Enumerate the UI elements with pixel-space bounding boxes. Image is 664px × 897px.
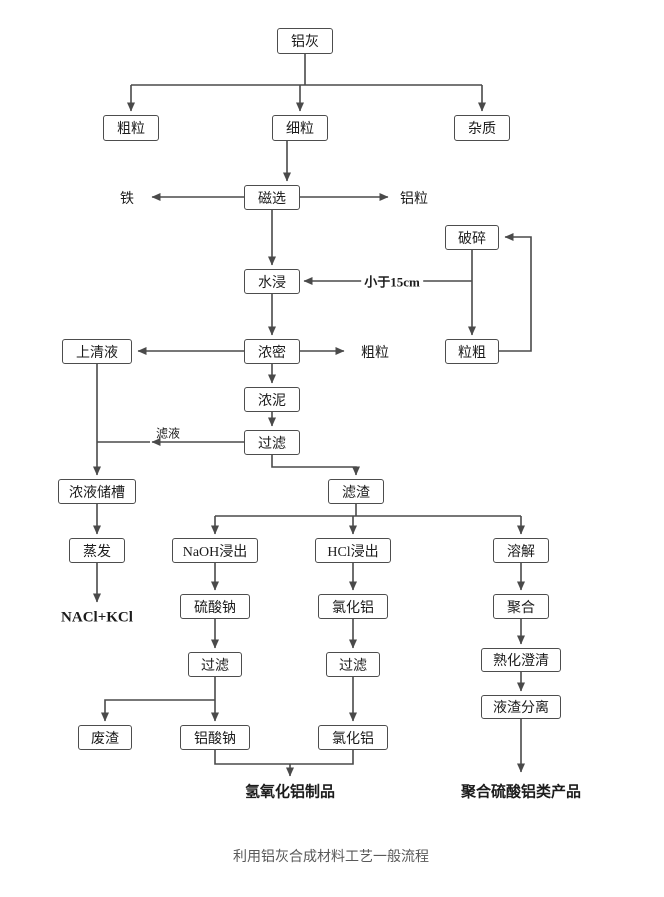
node-crushing: 破碎 (445, 225, 499, 250)
node-sodium-sulfate: 硫酸钠 (180, 594, 250, 619)
label-filtrate: 滤液 (155, 426, 181, 441)
node-liquid-storage-tank: 浓液储槽 (58, 479, 136, 504)
node-filtration-2: 过滤 (188, 652, 242, 677)
node-coarse-grain: 粒粗 (445, 339, 499, 364)
node-water-leaching: 水浸 (244, 269, 300, 294)
label-poly-aluminum-sulfate-products: 聚合硫酸铝类产品 (460, 784, 582, 801)
label-less-than-15cm: 小于15cm (361, 271, 423, 291)
node-thickening: 浓密 (244, 339, 300, 364)
node-evaporation: 蒸发 (69, 538, 125, 563)
node-supernatant: 上清液 (62, 339, 132, 364)
node-aging-clarification: 熟化澄清 (481, 648, 561, 672)
node-liquid-residue-separation: 液渣分离 (481, 695, 561, 719)
node-fine-particles: 细粒 (272, 115, 328, 141)
node-thick-slurry: 浓泥 (244, 387, 300, 412)
label-coarse-particles-out: 粗粒 (361, 346, 389, 361)
node-impurities: 杂质 (454, 115, 510, 141)
label-iron: 铁 (120, 192, 134, 207)
label-aluminum-hydroxide-products: 氢氧化铝制品 (244, 784, 336, 801)
diagram-caption: 利用铝灰合成材料工艺一般流程 (233, 848, 429, 864)
node-hcl-leaching: HCl浸出 (315, 538, 391, 563)
node-naoh-leaching: NaOH浸出 (172, 538, 258, 563)
connector-lines (93, 54, 532, 777)
node-aluminum-chloride-1: 氯化铝 (318, 594, 388, 619)
node-coarse-particles: 粗粒 (103, 115, 159, 141)
node-dissolution: 溶解 (493, 538, 549, 563)
node-filter-residue: 滤渣 (328, 479, 384, 504)
node-magnetic-separation: 磁选 (244, 185, 300, 210)
node-waste-residue: 废渣 (78, 725, 132, 750)
label-aluminum-particles: 铝粒 (400, 192, 428, 207)
node-polymerization: 聚合 (493, 594, 549, 619)
node-aluminum-chloride-2: 氯化铝 (318, 725, 388, 750)
label-nacl-kcl: NACl+KCl (61, 609, 133, 626)
node-filtration-3: 过滤 (326, 652, 380, 677)
node-aluminum-ash: 铝灰 (277, 28, 333, 54)
node-sodium-aluminate: 铝酸钠 (180, 725, 250, 750)
node-filtration-1: 过滤 (244, 430, 300, 455)
